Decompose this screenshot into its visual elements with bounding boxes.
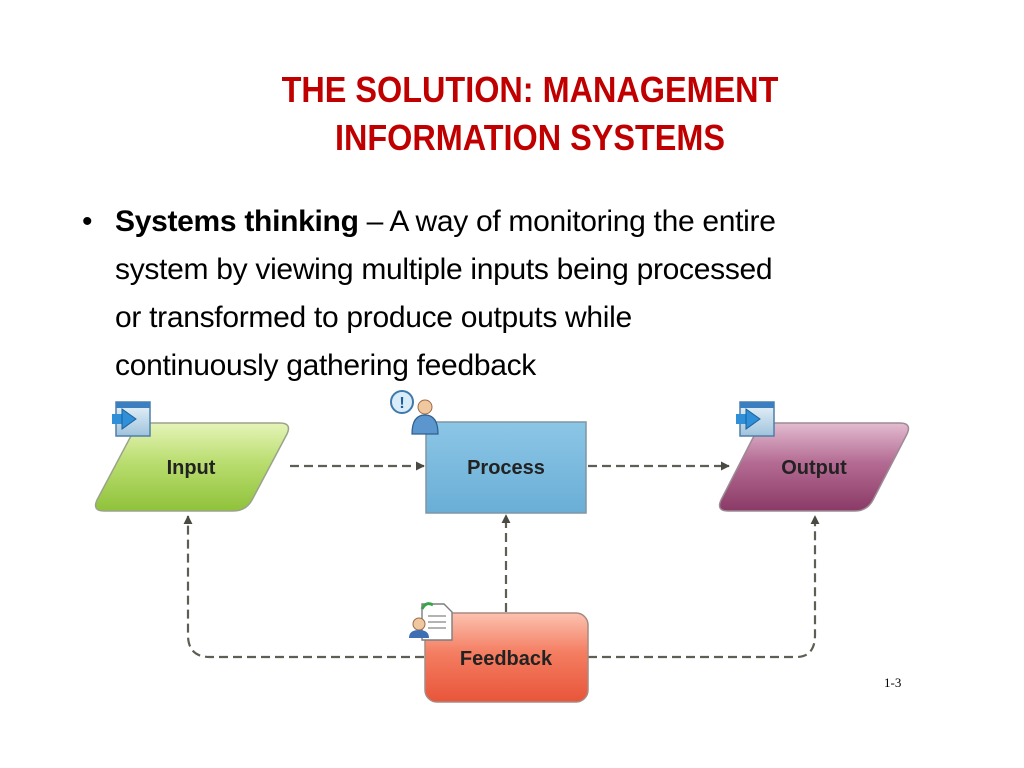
process-node: Process xyxy=(425,421,587,514)
help-person-icon: ! xyxy=(390,390,439,435)
input-node: Input xyxy=(94,422,290,512)
bullet-term: Systems thinking xyxy=(115,205,359,238)
enter-arrow-icon xyxy=(112,401,151,437)
enter-arrow-icon xyxy=(736,401,775,437)
process-label: Process xyxy=(467,457,545,479)
bullet-line-4: continuously gathering feedback xyxy=(115,349,536,382)
feedback-node: Feedback xyxy=(424,612,589,703)
bullet-dash: – xyxy=(358,205,390,238)
output-node: Output xyxy=(718,422,910,512)
connectors xyxy=(183,461,820,659)
bullet-text-1: A way of monitoring the entire xyxy=(389,205,776,238)
bullet-item: Systems thinking – A way of monitoring t… xyxy=(115,198,962,390)
bullet-list: • Systems thinking – A way of monitoring… xyxy=(82,198,962,390)
feedback-label: Feedback xyxy=(460,648,553,670)
arrow-feedback-to-input xyxy=(183,515,424,659)
slide-number: 1-3 xyxy=(884,675,902,690)
bullet-line-1: Systems thinking – A way of monitoring t… xyxy=(115,198,962,246)
input-label: Input xyxy=(167,457,216,479)
bullet-line-3: or transformed to produce outputs while xyxy=(115,301,632,334)
output-label: Output xyxy=(781,457,847,479)
bullet-line-2: system by viewing multiple inputs being … xyxy=(115,253,773,286)
svg-text:!: ! xyxy=(399,395,404,412)
bullet-marker: • xyxy=(82,205,93,238)
title-line-2: INFORMATION SYSTEMS xyxy=(334,117,726,158)
arrow-feedback-to-output xyxy=(588,515,820,659)
slide-title: THE SOLUTION: MANAGEMENT INFORMATION SYS… xyxy=(215,66,845,162)
title-line-1: THE SOLUTION: MANAGEMENT xyxy=(281,69,779,110)
document-person-icon xyxy=(409,602,453,641)
